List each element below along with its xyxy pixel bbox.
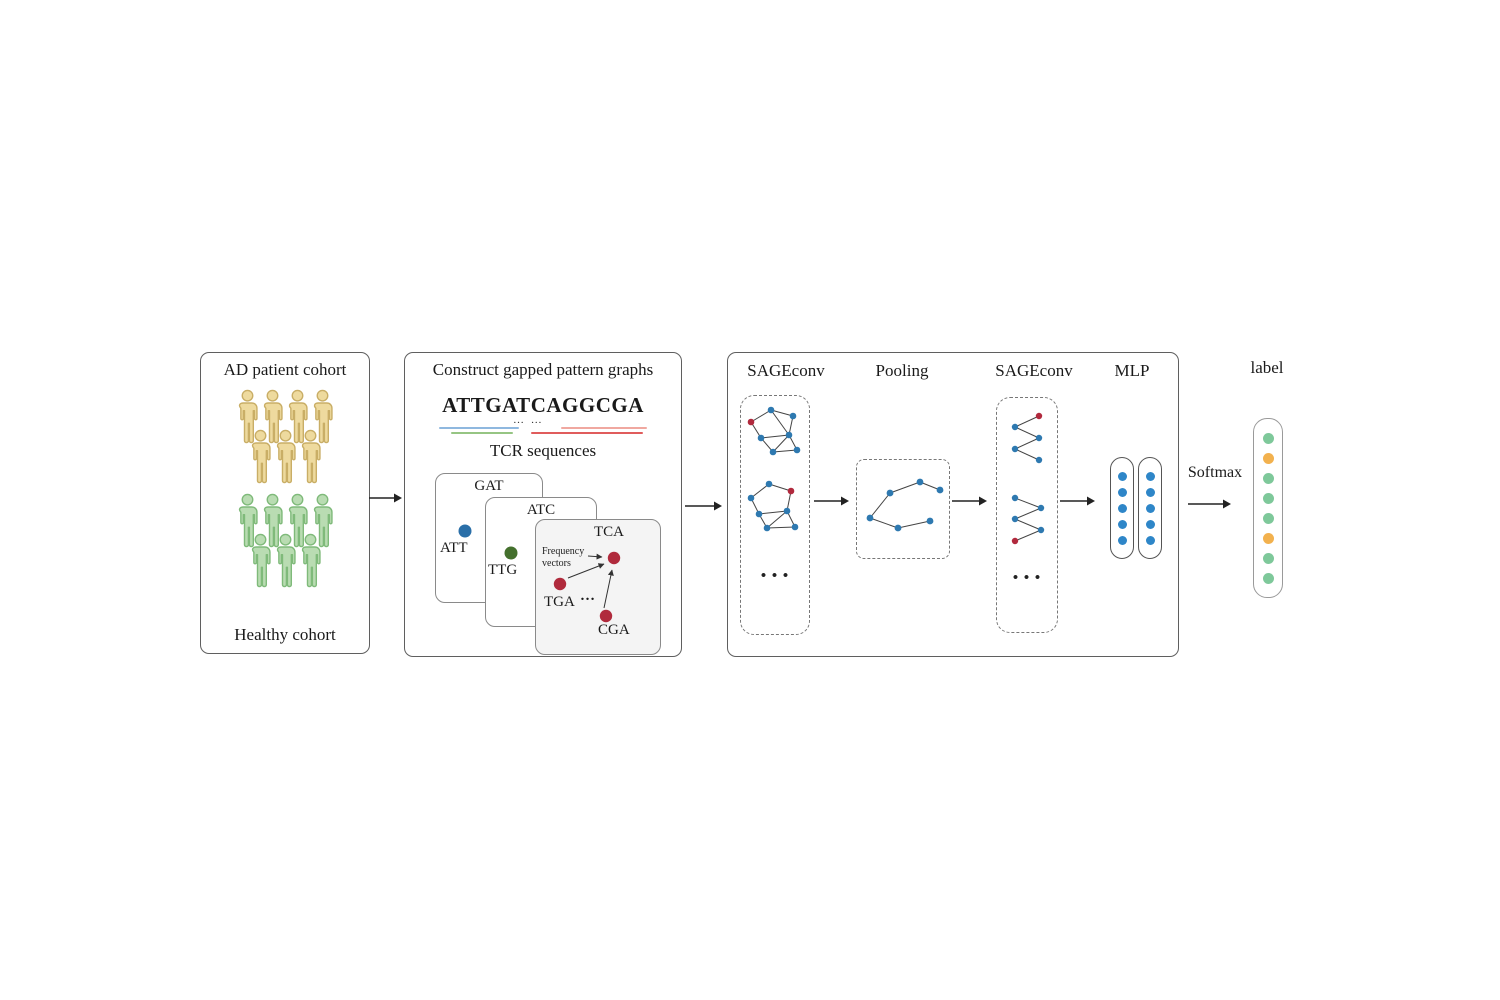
- output-label-title: label: [1250, 358, 1284, 377]
- tca-card-ellipsis: …: [580, 588, 595, 604]
- output-dot: [1145, 519, 1155, 529]
- output-dot: [1262, 512, 1274, 524]
- pooling-label: Pooling: [875, 361, 929, 380]
- person-icon: [251, 533, 271, 588]
- flow-arrow-icon: [1188, 499, 1231, 509]
- pattern-box: Construct gapped pattern graphs ATTGATCA…: [404, 352, 682, 657]
- sageconv2-graph-stack: • • •: [996, 397, 1058, 633]
- output-dot: [1145, 471, 1155, 481]
- ad-cohort-icons: [201, 389, 369, 485]
- person-icon: [238, 493, 258, 548]
- cohort-box: AD patient cohort Healthy cohort: [200, 352, 370, 654]
- card-tca-title: TCA: [594, 524, 624, 540]
- output-label-column: [1253, 418, 1283, 598]
- person-icon: [301, 533, 321, 588]
- pattern-underline-1: [439, 427, 519, 430]
- person-icon: [288, 493, 308, 548]
- output-dot: [1117, 487, 1127, 497]
- tcr-sequence-text: ATTGATCAGGCGA: [442, 393, 644, 417]
- pooling-graph-box: [856, 459, 950, 559]
- cga-node-label: CGA: [598, 622, 630, 638]
- gap-ellipsis: … …: [513, 414, 544, 426]
- att-node-icon: [458, 524, 472, 538]
- person-icon: [276, 533, 296, 588]
- tca-graph-icon: [553, 551, 621, 623]
- graphs-ellipsis: • • •: [1012, 570, 1042, 586]
- flow-arrow-icon: [685, 501, 722, 511]
- person-icon: [288, 389, 308, 444]
- graph-icon: [866, 478, 944, 532]
- output-dot: [1262, 552, 1274, 564]
- person-icon: [276, 429, 296, 484]
- card-gat-title: GAT: [474, 478, 504, 494]
- output-dot: [1117, 535, 1127, 545]
- gnn-box: SAGEconv Pooling SAGEconv MLP: [727, 352, 1179, 657]
- person-row: [201, 533, 369, 589]
- person-icon: [301, 429, 321, 484]
- output-dot: [1145, 535, 1155, 545]
- tga-node-label: TGA: [544, 594, 575, 610]
- tcr-sequences-label: TCR sequences: [489, 441, 597, 460]
- person-icon: [263, 493, 283, 548]
- output-dot: [1262, 472, 1274, 484]
- output-dot: [1145, 487, 1155, 497]
- person-icon: [238, 389, 258, 444]
- mlp-layer-1: [1110, 457, 1134, 559]
- output-dot: [1117, 503, 1127, 513]
- card-atc-title: ATC: [526, 502, 556, 518]
- pattern-box-title: Construct gapped pattern graphs: [432, 360, 654, 379]
- graphs-ellipsis: • • •: [760, 568, 790, 584]
- graph-icon: [1011, 494, 1045, 545]
- cohort-box-title: AD patient cohort: [223, 360, 347, 379]
- flow-arrow-icon: [814, 496, 849, 506]
- graph-icon: [747, 480, 799, 532]
- output-dot: [1262, 432, 1274, 444]
- mlp-layer-2: [1138, 457, 1162, 559]
- pattern-underline-4: [531, 432, 643, 435]
- output-dot: [1262, 572, 1274, 584]
- output-dot: [1145, 503, 1155, 513]
- sageconv1-label: SAGEconv: [747, 361, 825, 380]
- gapped-pattern-underlines: … …: [439, 414, 647, 437]
- person-icon: [313, 493, 333, 548]
- pattern-underline-2: [561, 427, 647, 430]
- output-dot: [1262, 452, 1274, 464]
- output-dot: [1117, 519, 1127, 529]
- graph-icon: [1011, 412, 1043, 464]
- sageconv2-label: SAGEconv: [995, 361, 1073, 380]
- output-dot: [1117, 471, 1127, 481]
- person-icon: [251, 429, 271, 484]
- person-icon: [313, 389, 333, 444]
- flow-arrow-icon: [369, 493, 402, 503]
- graph-icon: [747, 406, 801, 456]
- output-dot: [1262, 532, 1274, 544]
- ttg-node-icon: [504, 546, 518, 560]
- frequency-vectors-note: Frequency vectors: [542, 546, 585, 569]
- softmax-label: Softmax: [1187, 464, 1243, 481]
- healthy-cohort-icons: [201, 493, 369, 589]
- pattern-card-tca: TCA Frequency vectors TGA CGA …: [535, 519, 661, 655]
- output-dot: [1262, 492, 1274, 504]
- sageconv1-graph-stack: • • •: [740, 395, 810, 635]
- person-row: [201, 389, 369, 445]
- person-row: [201, 493, 369, 549]
- person-row: [201, 429, 369, 485]
- flow-arrow-icon: [1060, 496, 1095, 506]
- ttg-node-label: TTG: [488, 562, 518, 578]
- att-node-label: ATT: [440, 540, 468, 556]
- person-icon: [263, 389, 283, 444]
- flow-arrow-icon: [952, 496, 987, 506]
- pattern-underline-3: [451, 432, 513, 435]
- healthy-cohort-label: Healthy cohort: [234, 625, 336, 644]
- mlp-label: MLP: [1114, 361, 1150, 380]
